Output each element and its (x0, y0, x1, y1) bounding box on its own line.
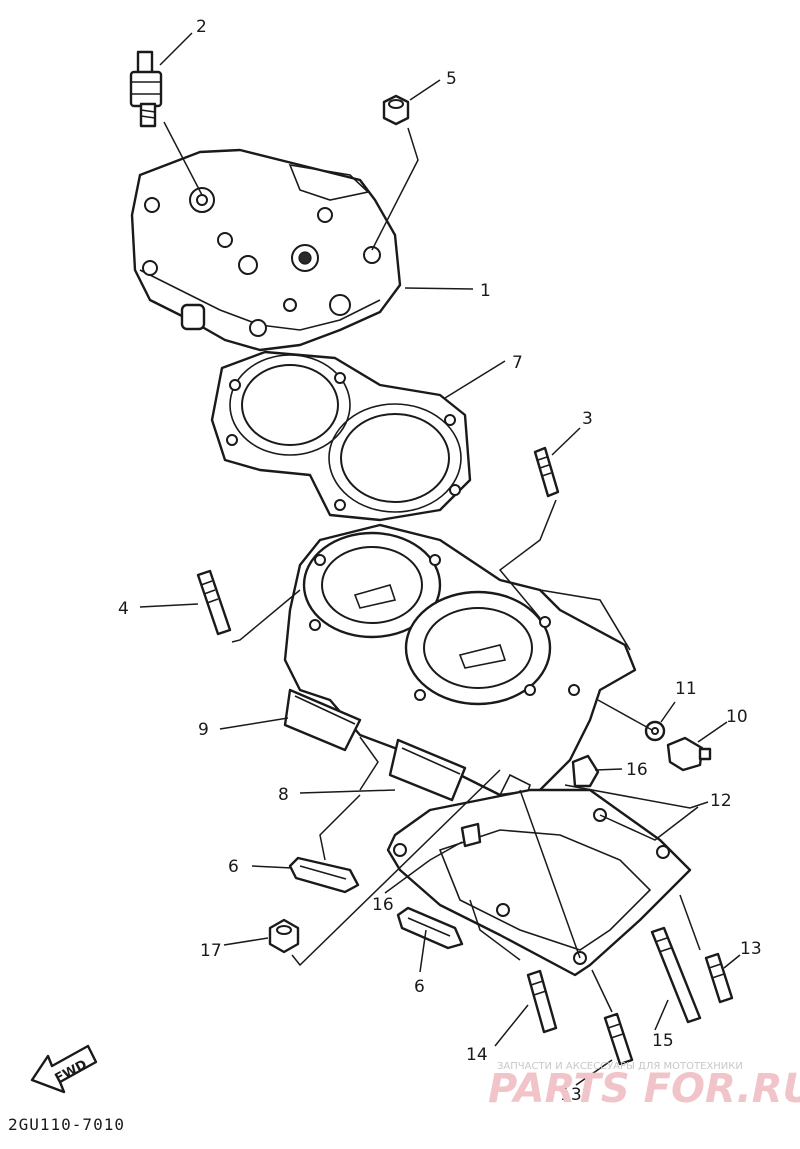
leader-lines (139, 32, 741, 1086)
callout-17: 17 (200, 941, 222, 961)
stud-bolt-lower-15 (650, 926, 702, 1024)
stud-bolt-lower-14 (526, 969, 558, 1034)
cap-nut-top (382, 94, 410, 126)
watermark-caption: ЗАПЧАСТИ И АКСЕССУАРЫ ДЛЯ МОТОТЕХНИКИ (497, 1061, 743, 1072)
spark-plug (129, 50, 163, 128)
dowel-pin-right (571, 754, 600, 788)
callout-16b: 16 (372, 895, 394, 915)
callout-1: 1 (480, 281, 491, 301)
washer (644, 720, 666, 742)
dowel-pin-left (460, 822, 482, 848)
stud-bolt-right (533, 446, 560, 498)
cover-plate-right (396, 906, 464, 950)
callout-12: 12 (710, 791, 732, 811)
watermark-brand: PARTS FOR.RU (488, 1066, 800, 1112)
callout-16a: 16 (626, 760, 648, 780)
stud-bolt-left (196, 569, 232, 636)
callout-11: 11 (675, 679, 697, 699)
callout-2: 2 (196, 17, 207, 37)
stud-bolt-lower-13a (603, 1012, 634, 1066)
callout-5: 5 (446, 69, 457, 89)
head-gasket (210, 350, 472, 522)
callout-6a: 6 (228, 857, 239, 877)
callout-labels: 2 5 1 7 3 4 9 8 6 11 10 16 12 16 17 6 13… (118, 17, 762, 1105)
cylinder-head (130, 148, 402, 352)
cap-nut-bottom (268, 918, 300, 954)
cover-plate-left (288, 856, 360, 894)
callout-4: 4 (118, 599, 129, 619)
callout-14: 14 (466, 1045, 488, 1065)
callout-8: 8 (278, 785, 289, 805)
hex-bolt (666, 736, 712, 772)
stud-bolt-lower-13b (704, 952, 734, 1004)
callout-15: 15 (652, 1031, 674, 1051)
drawing-code: 2GU110-7010 (8, 1115, 125, 1134)
forward-direction-arrow: FWD (30, 1044, 98, 1094)
callout-13b: 13 (560, 1085, 582, 1105)
cylinder-block (283, 523, 637, 801)
callout-3: 3 (582, 409, 593, 429)
exhaust-port-gasket (283, 688, 362, 752)
callout-7: 7 (512, 353, 523, 373)
port-gasket (388, 738, 467, 802)
callout-6b: 6 (414, 977, 425, 997)
callout-9: 9 (198, 720, 209, 740)
cylinder-base-gasket (386, 788, 692, 977)
callout-13a: 13 (740, 939, 762, 959)
callout-10: 10 (726, 707, 748, 727)
